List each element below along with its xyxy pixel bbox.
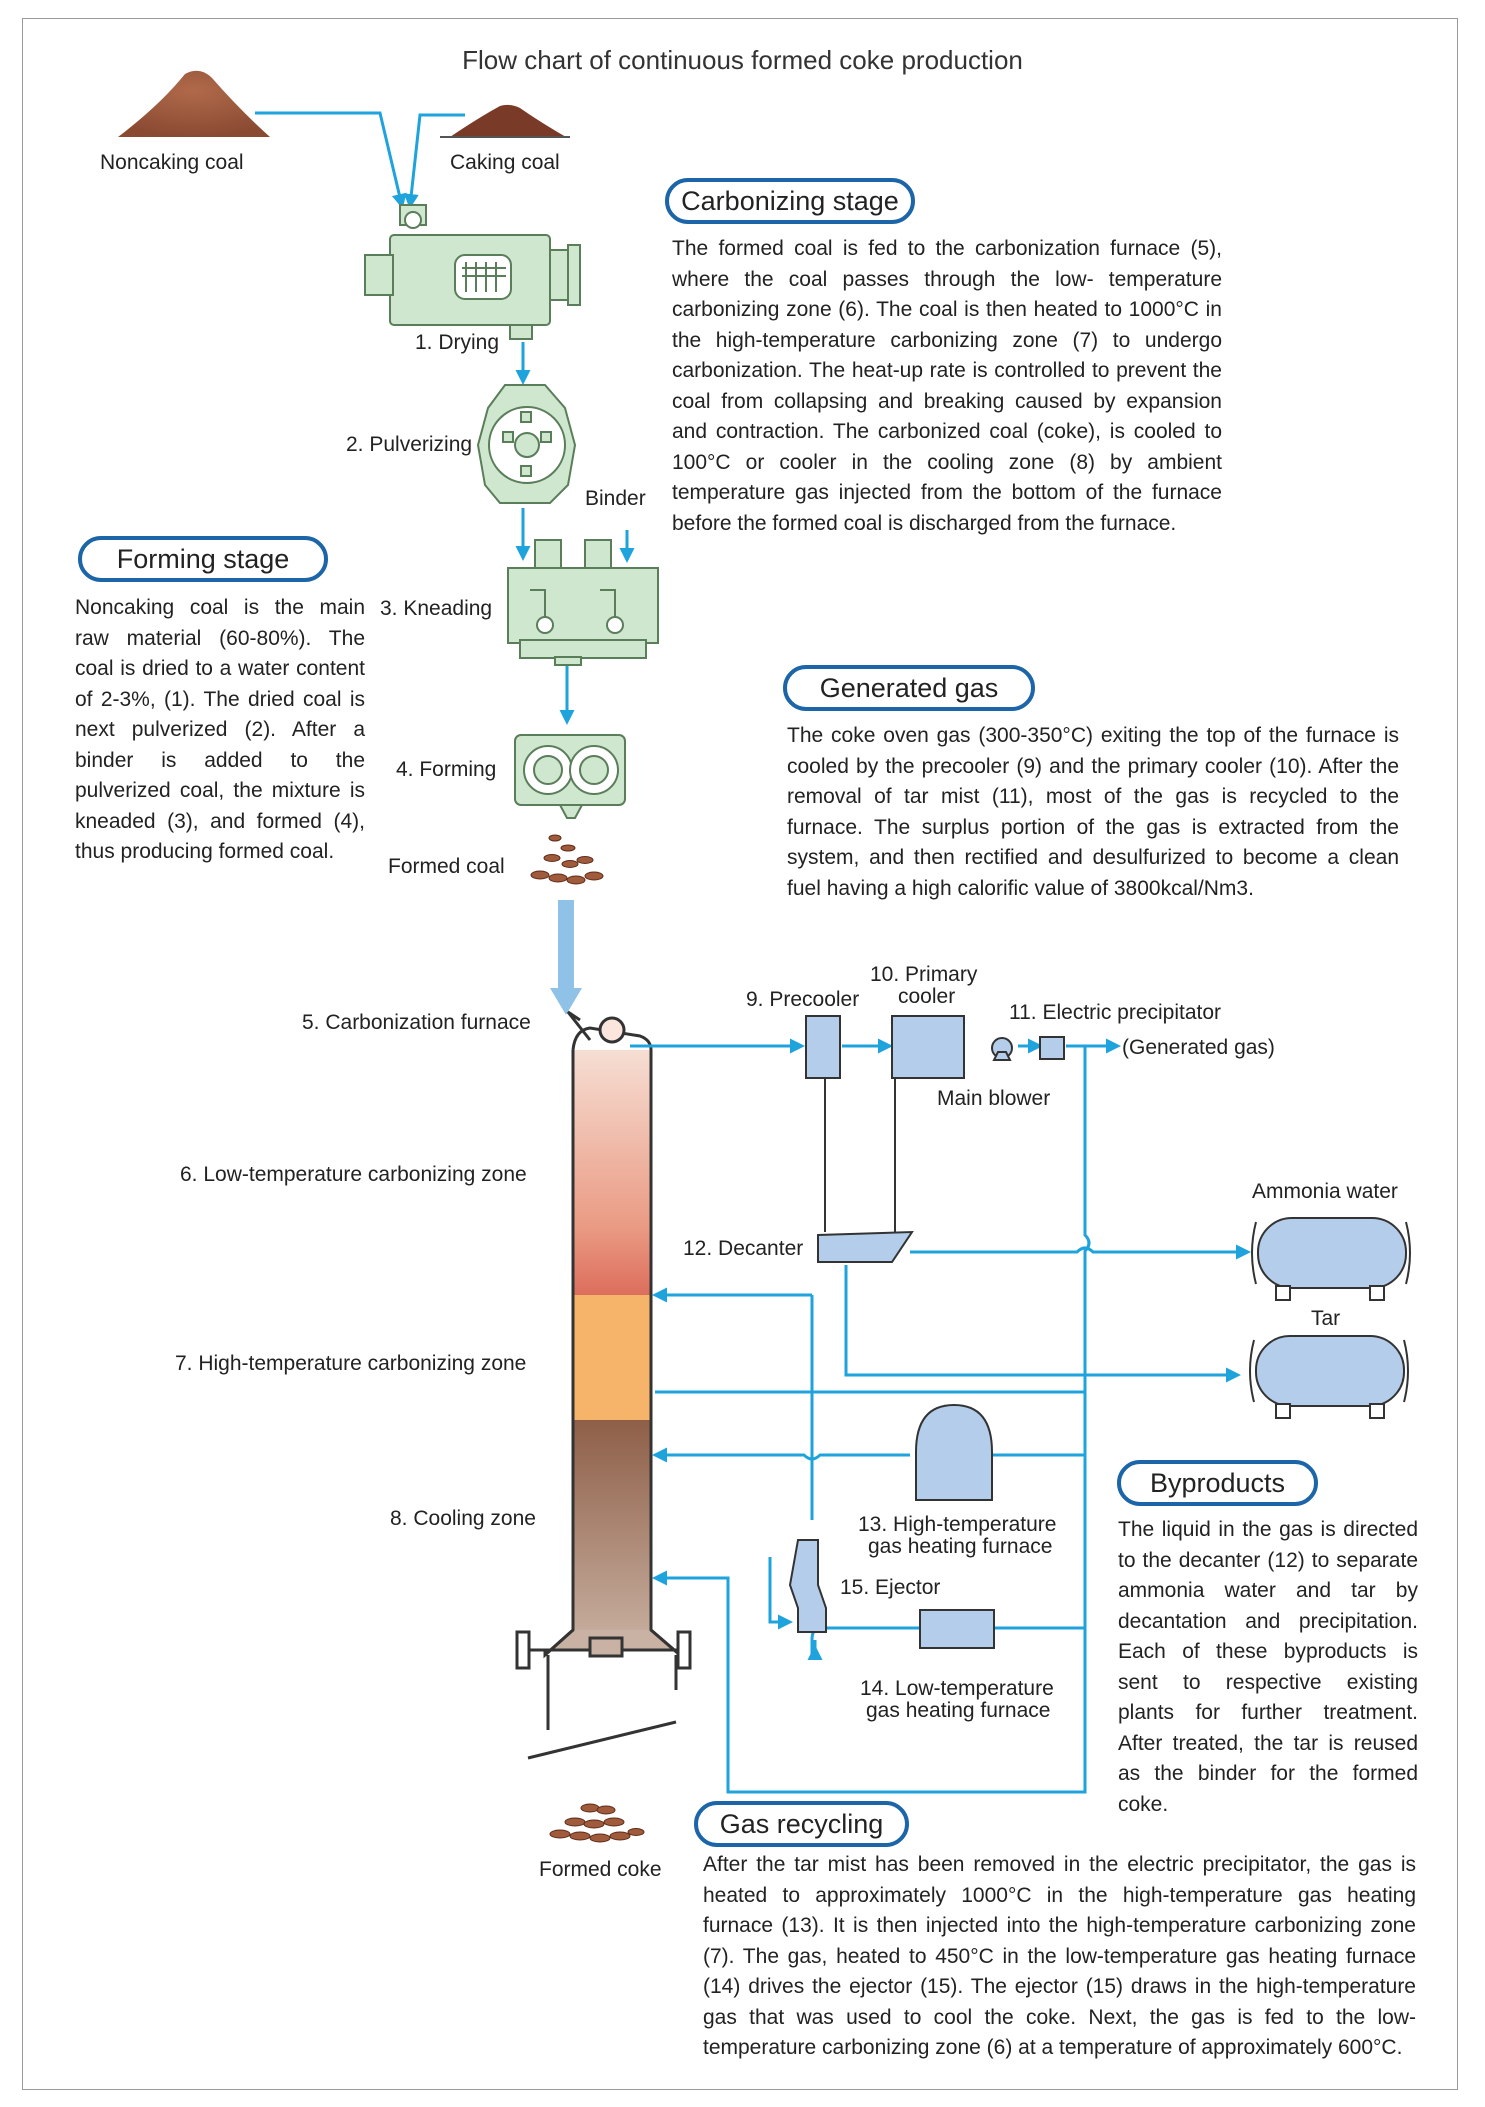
drying-label: 1. Drying xyxy=(415,331,500,354)
page-frame xyxy=(22,18,1458,2090)
caking-feed-line xyxy=(403,113,465,209)
forming-machine xyxy=(514,734,626,819)
precipitator-box xyxy=(1039,1036,1065,1060)
caking-coal-pile xyxy=(450,104,566,137)
formed-coal-feed-arrow xyxy=(550,900,582,1015)
noncaking-coal-label: Noncaking coal xyxy=(100,151,244,174)
byproducts-text: The liquid in the gas is directed to the… xyxy=(1118,1518,1418,1816)
ejector-body xyxy=(788,1539,827,1633)
primary-cooler-label-1: 10. Primary xyxy=(870,963,978,986)
precipitator-label: 11. Electric precipitator xyxy=(1009,1001,1222,1024)
forming-label: 4. Forming xyxy=(396,758,497,781)
low-temp-heater-box xyxy=(919,1609,995,1649)
tar-tank xyxy=(1255,1335,1405,1407)
kneader-machine xyxy=(507,539,659,666)
carbonization-furnace xyxy=(515,1010,692,1760)
decanter-to-tar-line xyxy=(844,1265,1241,1383)
low-heater-label-2: gas heating furnace xyxy=(866,1699,1051,1722)
cooling-zone-label: 8. Cooling zone xyxy=(390,1507,536,1530)
noncaking-feed-line xyxy=(255,111,407,209)
ejector-label: 15. Ejector xyxy=(840,1576,941,1599)
gas-recycling-text: After the tar mist has been removed in t… xyxy=(703,1853,1416,2059)
high-heater-label-2: gas heating furnace xyxy=(868,1535,1053,1558)
formed-coal-label: Formed coal xyxy=(388,855,505,878)
decanter-tank xyxy=(817,1230,914,1263)
main-blower-label: Main blower xyxy=(937,1087,1051,1110)
noncaking-coal-pile xyxy=(118,70,270,137)
precooler-label: 9. Precooler xyxy=(746,988,860,1011)
carbonizing-stage-text: The formed coal is fed to the carbonizat… xyxy=(672,237,1222,535)
forming-stage-heading: Forming stage xyxy=(78,536,328,582)
carbonizing-stage-heading: Carbonizing stage xyxy=(665,178,915,224)
recycle-main-line xyxy=(652,1046,1091,1794)
forming-stage-text: Noncaking coal is the main raw material … xyxy=(75,596,365,863)
pulverizer-machine xyxy=(476,384,577,504)
caking-coal-label: Caking coal xyxy=(450,151,560,174)
precooler-box xyxy=(805,1015,841,1079)
ammonia-water-label: Ammonia water xyxy=(1252,1180,1398,1203)
generated-gas-label: (Generated gas) xyxy=(1122,1036,1275,1059)
furnace-label: 5. Carbonization furnace xyxy=(302,1011,531,1034)
high-zone-label: 7. High-temperature carbonizing zone xyxy=(175,1352,527,1375)
decanter-to-ammonia-line xyxy=(910,1244,1251,1260)
generated-gas-text: The coke oven gas (300-350°C) exiting th… xyxy=(787,724,1399,900)
low-zone-label: 6. Low-temperature carbonizing zone xyxy=(180,1163,527,1186)
high-temp-heater-tank xyxy=(915,1403,993,1501)
page-title: Flow chart of continuous formed coke pro… xyxy=(462,45,1023,75)
high-heater-label-1: 13. High-temperature xyxy=(858,1513,1057,1536)
byproducts-heading: Byproducts xyxy=(1117,1460,1318,1506)
tar-label: Tar xyxy=(1311,1307,1341,1330)
low-heater-label-1: 14. Low-temperature xyxy=(860,1677,1054,1700)
dryer-machine xyxy=(364,204,581,340)
formed-coal-briquettes xyxy=(530,834,604,885)
kneading-label: 3. Kneading xyxy=(380,597,493,620)
primary-cooler-label-2: cooler xyxy=(898,985,956,1008)
primary-cooler-box xyxy=(891,1015,965,1079)
gas-recycling-heading: Gas recycling xyxy=(694,1801,909,1847)
ammonia-water-tank xyxy=(1257,1217,1407,1289)
binder-label: Binder xyxy=(585,487,646,510)
low-heater-to-ejector xyxy=(810,1626,920,1660)
formed-coke-pile xyxy=(549,1803,645,1843)
recycle-to-high-heater xyxy=(655,1455,1085,1459)
low-zone-feed-line xyxy=(768,1557,793,1630)
pulverizing-label: 2. Pulverizing xyxy=(346,433,473,456)
generated-gas-heading: Generated gas xyxy=(783,665,1035,711)
formed-coke-label: Formed coke xyxy=(539,1858,662,1881)
decanter-label: 12. Decanter xyxy=(683,1237,804,1260)
